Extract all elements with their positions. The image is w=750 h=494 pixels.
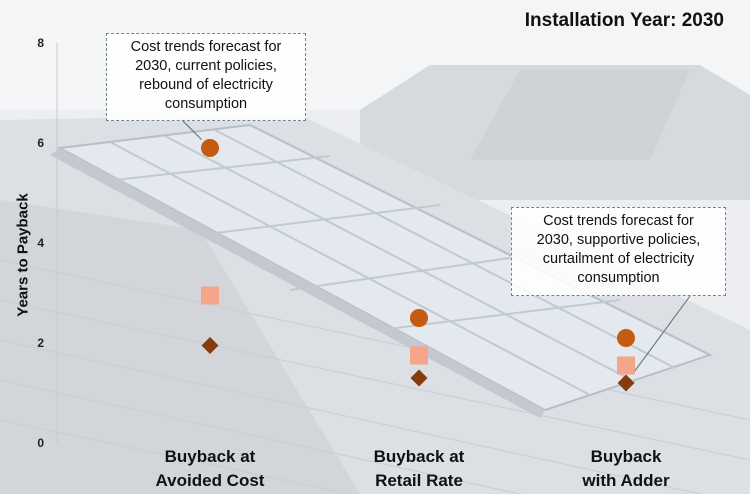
y-tick-label: 4 [37, 236, 44, 250]
x-category-label: Buyback [591, 447, 662, 466]
data-point-circle [201, 139, 219, 157]
tick-labels: 0 2 4 6 8 [37, 36, 44, 450]
annotation-callout-supportive-policies: Cost trends forecast for 2030, supportiv… [511, 207, 726, 296]
callout-leader-line [182, 120, 202, 140]
chart-title: Installation Year: 2030 [524, 10, 724, 31]
callout-leaders [182, 120, 691, 374]
data-point-square [410, 346, 428, 365]
y-axis-label: Years to Payback [14, 193, 32, 317]
annotation-line: 2030, supportive policies, [536, 232, 701, 248]
y-tick-label: 2 [37, 336, 44, 350]
data-point-circle [617, 329, 635, 347]
data-point-square [617, 356, 635, 375]
category-labels: Buyback at Avoided Cost Buyback at Retail R… [156, 447, 670, 490]
data-points [201, 139, 635, 392]
x-category-label: Buyback at [165, 447, 256, 466]
data-point-square [201, 286, 219, 305]
x-category-label: with Adder [581, 471, 670, 490]
callout-leader-line [632, 295, 691, 374]
y-tick-label: 0 [37, 436, 44, 450]
x-category-label: Buyback at [374, 447, 465, 466]
data-point-circle [410, 309, 428, 327]
annotation-line: rebound of electricity [139, 77, 273, 93]
annotation-callout-current-policies: Cost trends forecast for 2030, current p… [106, 33, 306, 121]
y-tick-label: 6 [37, 136, 44, 150]
data-point-diamond [201, 337, 219, 354]
annotation-line: Cost trends forecast for [543, 213, 694, 229]
annotation-line: consumption [577, 270, 660, 286]
x-category-label: Avoided Cost [156, 471, 265, 490]
x-category-label: Retail Rate [375, 471, 463, 490]
data-point-diamond [410, 369, 428, 387]
annotation-line: 2030, current policies, [135, 58, 277, 74]
annotation-line: curtailment of electricity [542, 251, 695, 267]
data-point-diamond [617, 374, 635, 392]
annotation-line: Cost trends forecast for [130, 39, 282, 55]
annotation-line: consumption [164, 96, 248, 112]
y-tick-label: 8 [37, 36, 44, 50]
